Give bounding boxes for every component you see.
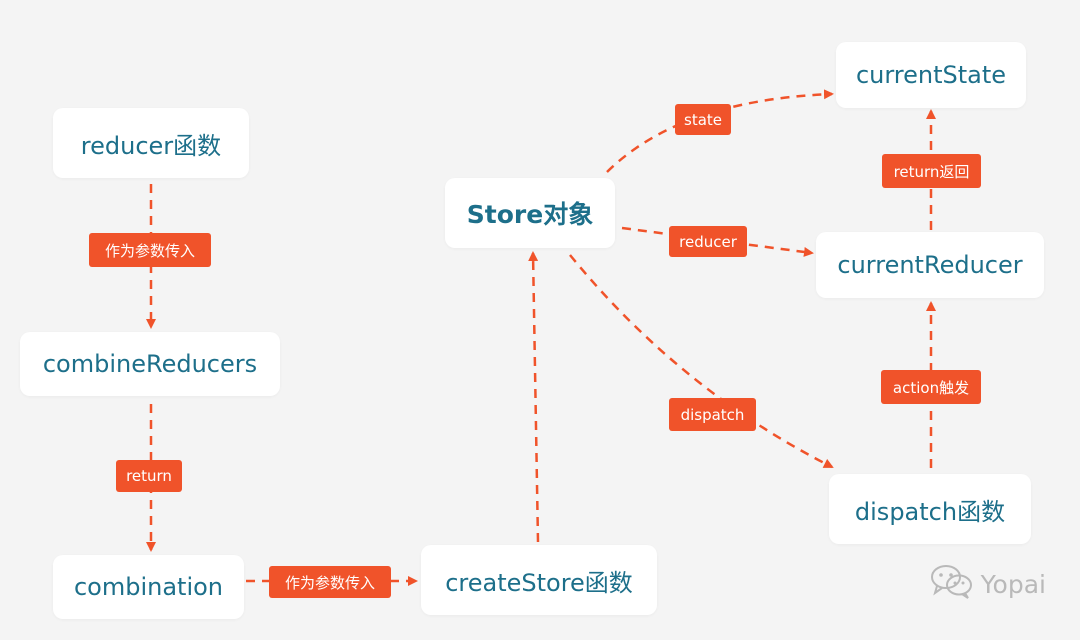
wechat-icon [929, 562, 975, 606]
label-reducer: reducer [669, 226, 747, 257]
node-current-state: currentState [836, 42, 1026, 108]
node-store-object: Store对象 [445, 178, 615, 248]
node-reducer-function: reducer函数 [53, 108, 249, 178]
watermark-text: Yopai [980, 569, 1046, 599]
node-dispatch-function: dispatch函数 [829, 474, 1031, 544]
node-combination: combination [53, 555, 244, 619]
label-state: state [675, 104, 731, 135]
node-combine-reducers: combineReducers [20, 332, 280, 396]
label-action-trigger: action触发 [881, 370, 981, 404]
label-dispatch: dispatch [669, 398, 756, 431]
label-pass-as-param-1: 作为参数传入 [89, 233, 211, 267]
node-current-reducer: currentReducer [816, 232, 1044, 298]
label-return: return [116, 460, 182, 492]
edge-store-to-dispatch [569, 254, 834, 469]
label-return-back: return返回 [882, 154, 981, 188]
node-create-store: createStore函数 [421, 545, 657, 615]
edge-createstore-to-store [528, 251, 540, 543]
watermark: Yopai [929, 562, 1046, 606]
label-pass-as-param-2: 作为参数传入 [269, 566, 391, 598]
